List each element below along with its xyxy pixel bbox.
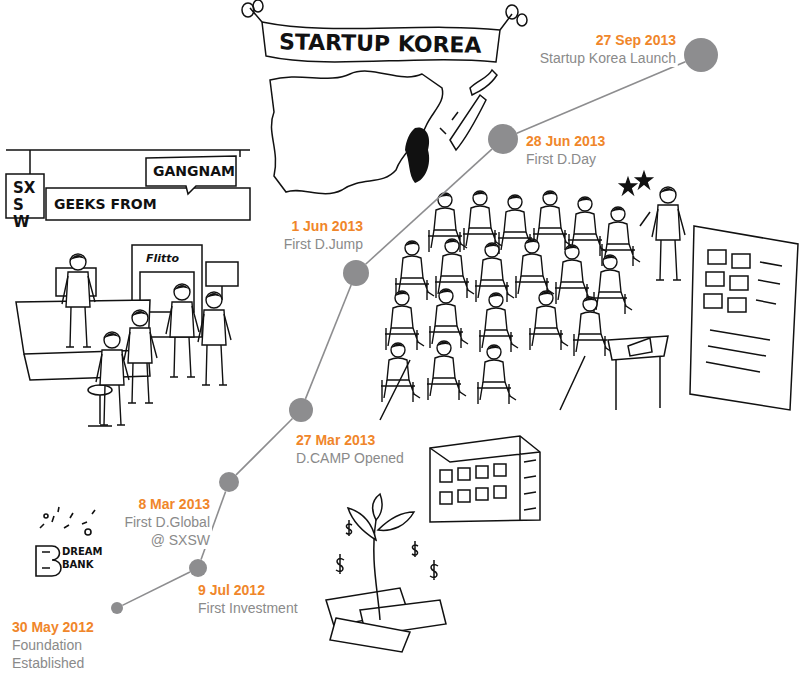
milestone-caption: 1 Jun 2013First D.Jump [282, 217, 365, 253]
milestone-caption: 28 Jun 2013First D.Day [524, 132, 607, 168]
milestone-label: D.CAMP Opened [294, 449, 406, 467]
milestone-dot: 27 Mar 2013D.CAMP Opened [289, 398, 313, 422]
timeline-segment [517, 62, 686, 134]
milestone-date: 28 Jun 2013 [524, 132, 607, 150]
milestone-caption: 30 May 2012Foundation Established [10, 618, 100, 672]
milestone-dot: 1 Jun 2013First D.Jump [343, 260, 369, 286]
milestone-dot: 28 Jun 2013First D.Day [488, 124, 518, 154]
milestone-dot: 8 Mar 2013First D.Global @ SXSW [219, 472, 239, 492]
timeline-segment [366, 149, 492, 264]
milestone-label: First D.Jump [282, 235, 365, 253]
milestone-date: 27 Mar 2013 [294, 431, 406, 449]
milestone-caption: 8 Mar 2013First D.Global @ SXSW [108, 495, 212, 549]
milestone-caption: 9 Jul 2012First Investment [196, 581, 300, 617]
timeline-line [236, 418, 292, 474]
milestone-label: First D.Global @ SXSW [108, 513, 212, 549]
milestone-label: Startup Korea Launch [538, 49, 678, 67]
milestone-dot: 30 May 2012Foundation Established [111, 602, 123, 614]
timeline-line [517, 62, 686, 134]
milestone-date: 8 Mar 2013 [108, 495, 212, 513]
milestone-date: 30 May 2012 [10, 618, 100, 636]
timeline-segment [236, 418, 292, 474]
milestone-dot: 27 Sep 2013Startup Korea Launch [684, 38, 718, 72]
milestone-caption: 27 Mar 2013D.CAMP Opened [294, 431, 406, 467]
timeline-line [122, 572, 190, 605]
milestone-caption: 27 Sep 2013Startup Korea Launch [538, 31, 678, 67]
timeline-segment [305, 285, 351, 399]
milestone-date: 1 Jun 2013 [282, 217, 365, 235]
timeline-segment [122, 572, 190, 605]
milestone-date: 27 Sep 2013 [538, 31, 678, 49]
banner-title: STARTUP KOREA [279, 29, 482, 58]
milestone-label: Foundation Established [10, 636, 100, 672]
kiosk-sign: Flitto [146, 252, 179, 265]
speech-tag: GANGNAM [153, 163, 235, 179]
milestone-label: First Investment [196, 599, 300, 617]
booth-banner: GEEKS FROM [54, 196, 157, 212]
timeline-line [305, 285, 351, 399]
milestone-dot: 9 Jul 2012First Investment [189, 559, 207, 577]
timeline-line [366, 149, 492, 264]
event-logo: SXSW [13, 180, 37, 231]
milestone-label: First D.Day [524, 150, 607, 168]
logo-text: DREAM BANK [62, 545, 106, 571]
milestone-date: 9 Jul 2012 [196, 581, 300, 599]
